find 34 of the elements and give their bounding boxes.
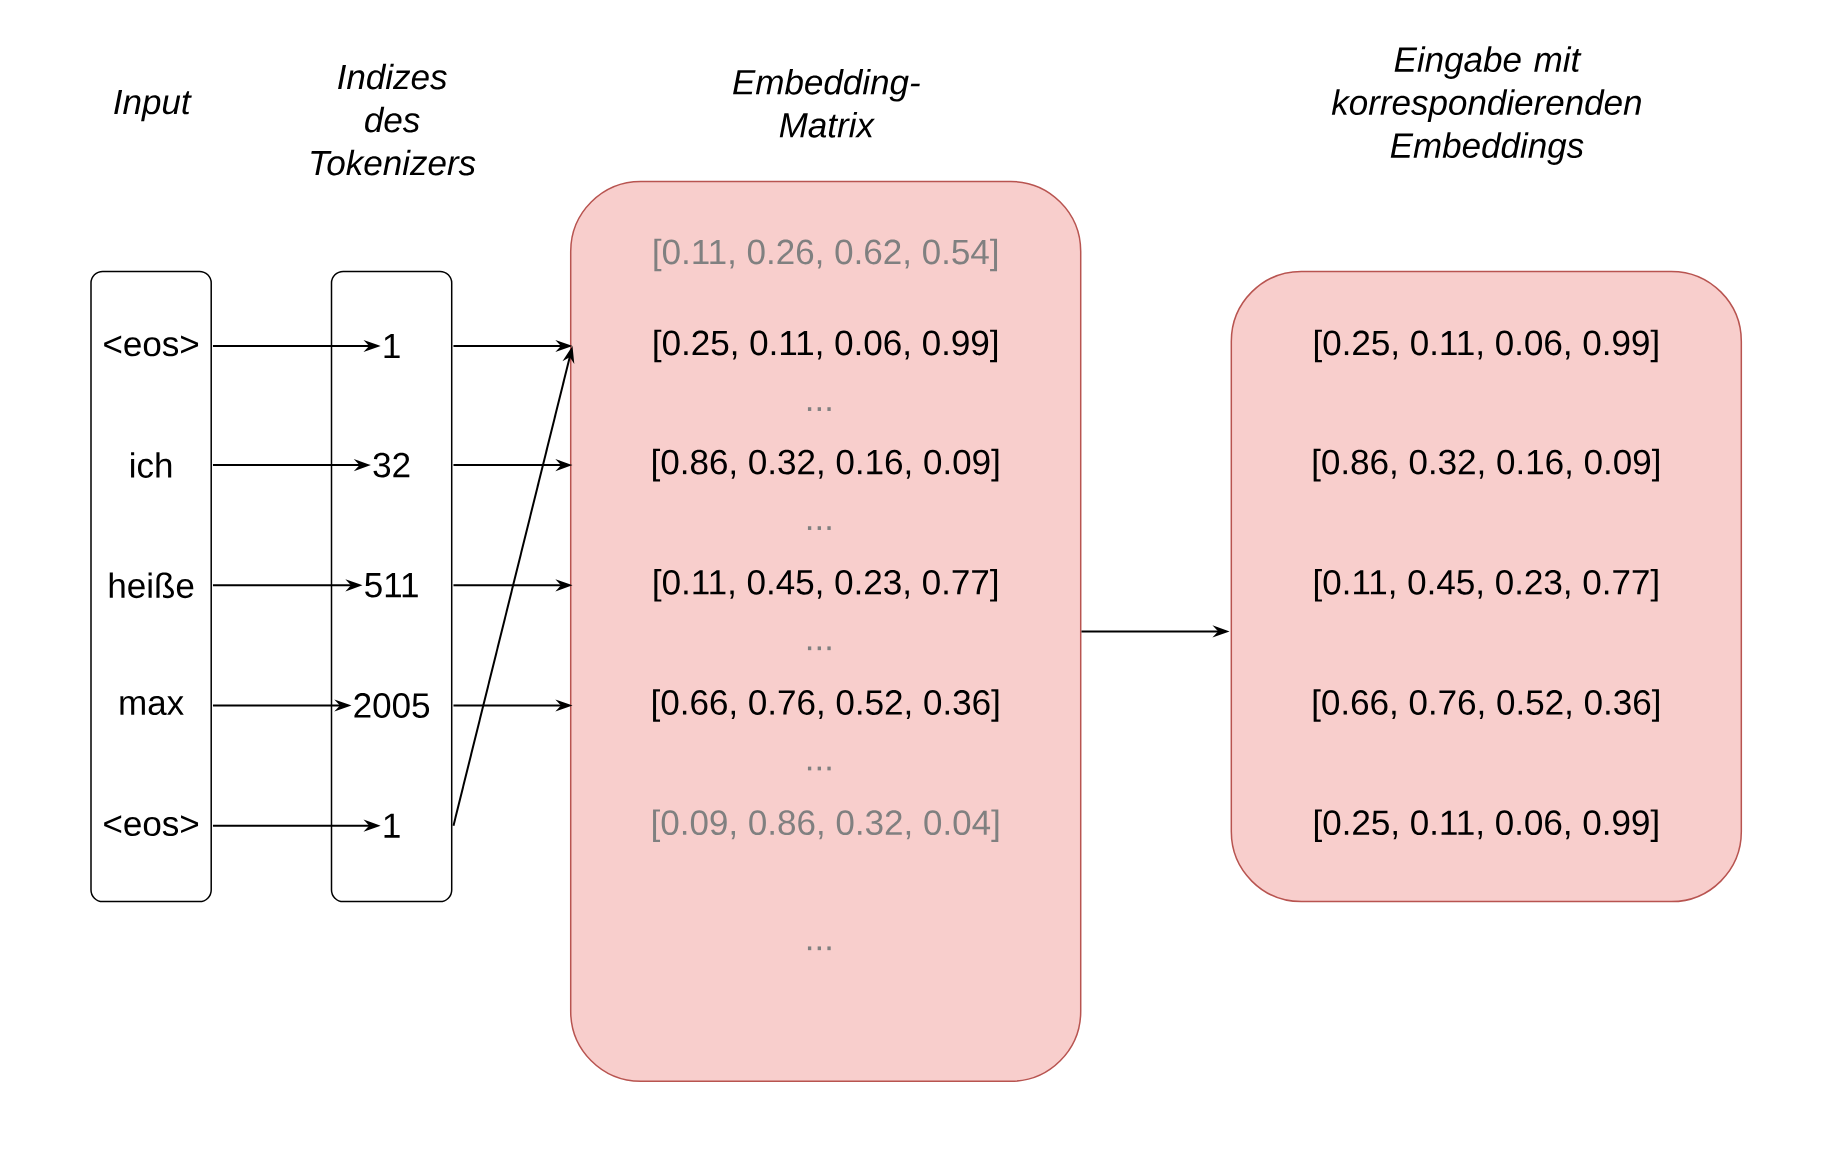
ellipsis: ... [807,407,831,411]
column-box [90,270,212,903]
vector-row: [0.09, 0.86, 0.32, 0.04] [653,809,999,842]
token-text: 511 [365,573,418,598]
column-box [330,270,453,903]
vector-row: [0.25, 0.11, 0.06, 0.99] [1314,329,1658,363]
token-text: ich [131,452,172,478]
token-text: 32 [373,452,410,478]
vector-row: [0.25, 0.11, 0.06, 0.99] [654,329,998,363]
vector-row: [0.11, 0.45, 0.23, 0.77] [1314,569,1658,602]
ellipsis: ... [807,646,831,651]
column-heading: Embedding-Matrix [733,68,920,138]
token-text: 1 [384,813,400,838]
vector-row: [0.11, 0.26, 0.62, 0.54] [654,238,998,272]
vector-row: [0.25, 0.11, 0.06, 0.99] [1314,809,1658,842]
column-box [1230,270,1743,903]
vector-row: [0.86, 0.32, 0.16, 0.09] [1313,448,1659,482]
token-text: <eos> [104,815,199,837]
vector-row: [0.11, 0.45, 0.23, 0.77] [654,569,998,602]
token-text: 2005 [354,693,430,718]
ellipsis: ... [807,526,831,530]
token-text: 1 [384,333,400,359]
vector-row: [0.66, 0.76, 0.52, 0.36] [1313,689,1659,722]
column-heading: Indizes des Tokenizers [311,63,476,176]
column-heading: Eingabe mit korrespondierenden Embeddings [1331,46,1641,165]
vector-row: [0.66, 0.76, 0.52, 0.36] [653,689,999,722]
token-text: <eos> [104,335,199,357]
ellipsis: ... [807,766,831,771]
token-text: max [120,695,184,716]
token-text: heiße [109,572,194,599]
column-box [569,180,1082,1083]
column-heading: Input [114,89,192,122]
vector-row: [0.86, 0.32, 0.16, 0.09] [653,448,999,482]
ellipsis: ... [807,946,831,951]
